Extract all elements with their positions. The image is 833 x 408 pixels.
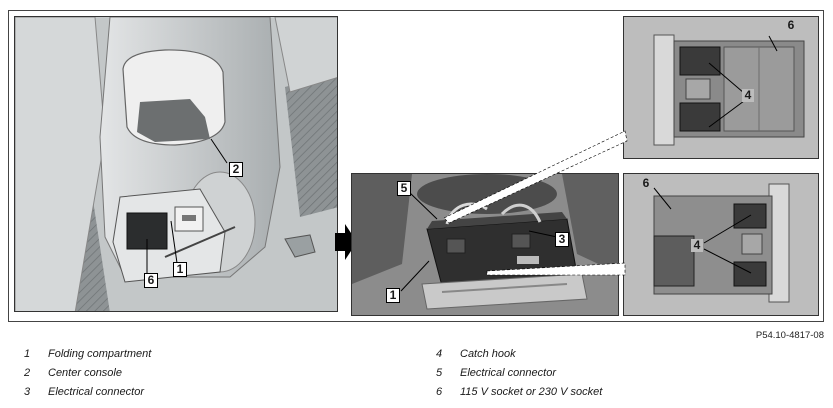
legend-text: Center console — [48, 367, 122, 379]
callout-6-bottom: 6 — [642, 176, 650, 190]
socket-detail-top-drawing — [624, 17, 818, 158]
legend-text: Folding compartment — [48, 348, 152, 360]
callout-1: 1 — [173, 262, 187, 277]
callout-1-mid: 1 — [386, 288, 400, 303]
callout-6: 6 — [144, 273, 158, 288]
legend-number: 4 — [436, 348, 443, 360]
callout-5: 5 — [397, 181, 411, 196]
callout-4-bottom: 4 — [691, 239, 703, 252]
legend-number: 3 — [24, 386, 31, 398]
socket-detail-top — [623, 16, 819, 159]
legend-text: Electrical connector — [48, 386, 144, 398]
legend-text: 115 V socket or 230 V socket — [460, 386, 603, 398]
legend-number: 5 — [436, 367, 443, 379]
legend-text: Catch hook — [460, 348, 516, 360]
figure-id: P54.10-4817-08 — [755, 330, 824, 341]
center-console-view — [14, 16, 338, 312]
legend-number: 2 — [24, 367, 31, 379]
legend-number: 1 — [24, 348, 31, 360]
callout-3: 3 — [555, 232, 569, 247]
callout-4-top: 4 — [742, 89, 754, 102]
illustration-figure: 2 6 1 5 3 1 6 4 6 4 — [8, 10, 824, 322]
right-arrow-icon — [335, 224, 357, 260]
socket-detail-bottom-drawing — [624, 174, 818, 315]
socket-detail-bottom — [623, 173, 819, 316]
legend-text: Electrical connector — [460, 367, 556, 379]
legend-number: 6 — [436, 386, 443, 398]
callout-2: 2 — [229, 162, 243, 177]
callout-6-top: 6 — [787, 18, 795, 32]
